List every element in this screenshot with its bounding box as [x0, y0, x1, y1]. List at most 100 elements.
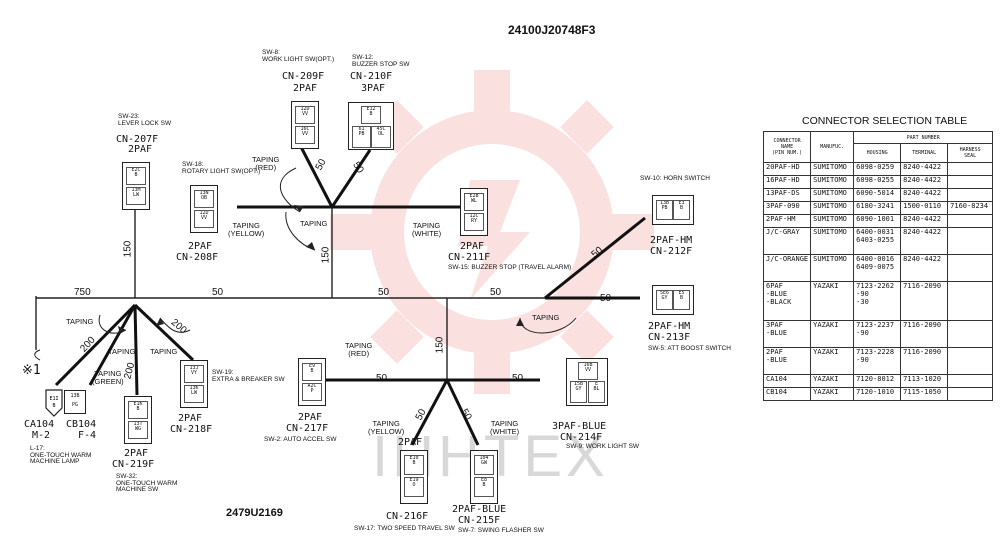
length-label: 150: [434, 336, 446, 354]
star-note-label: ※1: [22, 363, 41, 378]
pin-color: OB: [200, 195, 208, 202]
table-cell-manuf: SUMITOMO: [810, 254, 855, 282]
col-terminal: TERMINAL: [900, 143, 949, 163]
pin-color: BL: [593, 386, 600, 393]
pin-color: VY: [190, 370, 198, 377]
switch-label: SW-10: HORN SWITCH: [640, 175, 710, 182]
connector-type: 3PAF: [361, 83, 386, 94]
pin-id: 13K: [189, 385, 199, 391]
switch-label: SW-2: AUTO ACCEL SW: [264, 436, 337, 443]
table-cell-seal: [947, 188, 994, 202]
switch-label: SW-32: ONE-TOUCH WARM MACHINE SW: [116, 473, 178, 493]
connector-name: CN-210F: [350, 71, 393, 82]
table-cell-name: CA104: [762, 374, 812, 388]
table-cell-housing: 7120-8012: [853, 374, 902, 388]
switch-label: SW-15: BUZZER STOP (TRAVEL ALARM): [448, 264, 572, 271]
taping-label: TAPING (YELLOW): [368, 419, 405, 436]
table-cell-seal: [947, 320, 994, 348]
pin-id: 12D: [199, 210, 209, 216]
length-label: 50: [376, 373, 388, 384]
pin-id: E3: [678, 200, 685, 206]
col-seal: HARNESS SEAL: [947, 143, 994, 163]
drawing-number: 2479U2169: [226, 507, 283, 519]
taping-label: TAPING: [300, 219, 328, 228]
pin-color: VV: [200, 215, 208, 222]
length-label: 150: [122, 240, 134, 258]
pin-color: B: [412, 460, 416, 467]
svg-text:B: B: [52, 403, 55, 409]
connector-name: CN-217F: [286, 423, 329, 434]
table-cell-seal: 7160-8234: [947, 201, 994, 215]
col-connector-name: CONNECTOR NAME (PIN NUM.): [762, 131, 812, 163]
length-label: 50: [378, 287, 390, 298]
table-cell-name: 2PAF-HM: [762, 214, 812, 228]
pin-color: B: [679, 205, 683, 212]
connector-type: 2PAF: [460, 241, 485, 252]
switch-label: SW-18: ROTARY LIGHT SW(OPT.): [182, 161, 261, 175]
pin-color: LW: [132, 192, 140, 199]
table-cell-terminal: 1500-0110: [900, 201, 949, 215]
col-manufacturer: MANUFUC.: [810, 131, 855, 163]
table-cell-terminal: 8240-4422: [900, 227, 949, 255]
table-cell-name: 3PAF -BLUE: [762, 320, 812, 348]
ca104-connector: E1I B: [45, 389, 63, 417]
taping-label: TAPING (WHITE): [490, 419, 520, 436]
table-cell-terminal: 7113-1020: [900, 374, 949, 388]
table-cell-name: 16PAF-HD: [762, 175, 812, 189]
table-cell-seal: [947, 374, 994, 388]
table-cell-housing: 6090-1001: [853, 214, 902, 228]
table-cell-manuf: YAZAKI: [810, 387, 855, 401]
taping-label: TAPING (YELLOW): [228, 221, 265, 238]
table-cell-terminal: 7116-2090: [900, 320, 949, 348]
table-cell-manuf: SUMITOMO: [810, 227, 855, 255]
taping-label: TAPING: [108, 347, 136, 356]
pin-id: 16C: [300, 126, 310, 132]
connector-type: 2PAF-HM: [648, 321, 691, 332]
table-cell-name: J/C-ORANGE: [762, 254, 812, 282]
pin-id: E12: [366, 106, 376, 112]
table-cell-housing: 7123-2228 -90: [853, 347, 902, 375]
connector-type: 2PAF: [398, 437, 423, 448]
length-label: 50: [512, 373, 524, 384]
connector-type: 2PAF: [298, 412, 323, 423]
connector-type: 2PAF: [124, 448, 149, 459]
switch-label: SW-12: BUZZER STOP SW: [352, 54, 410, 68]
pin-id: A2C: [307, 383, 317, 389]
pin-id: 13N: [199, 190, 209, 196]
table-cell-name: 6PAF -BLUE -BLACK: [762, 281, 812, 321]
table-cell-seal: [947, 227, 994, 255]
pin-color: WG: [134, 426, 142, 433]
pin-color: B: [369, 111, 373, 118]
table-cell-name: 20PAF-HD: [762, 162, 812, 176]
switch-label: SW-5: ATT BOOST SWITCH: [648, 345, 731, 352]
taping-label: TAPING: [532, 313, 560, 322]
table-cell-seal: [947, 254, 994, 282]
pin-id: 5E6: [659, 290, 670, 296]
pin-id: 61: [358, 126, 365, 132]
length-label: 50: [490, 287, 502, 298]
table-cell-name: J/C-GRAY: [762, 227, 812, 255]
table-cell-manuf: SUMITOMO: [810, 175, 855, 189]
